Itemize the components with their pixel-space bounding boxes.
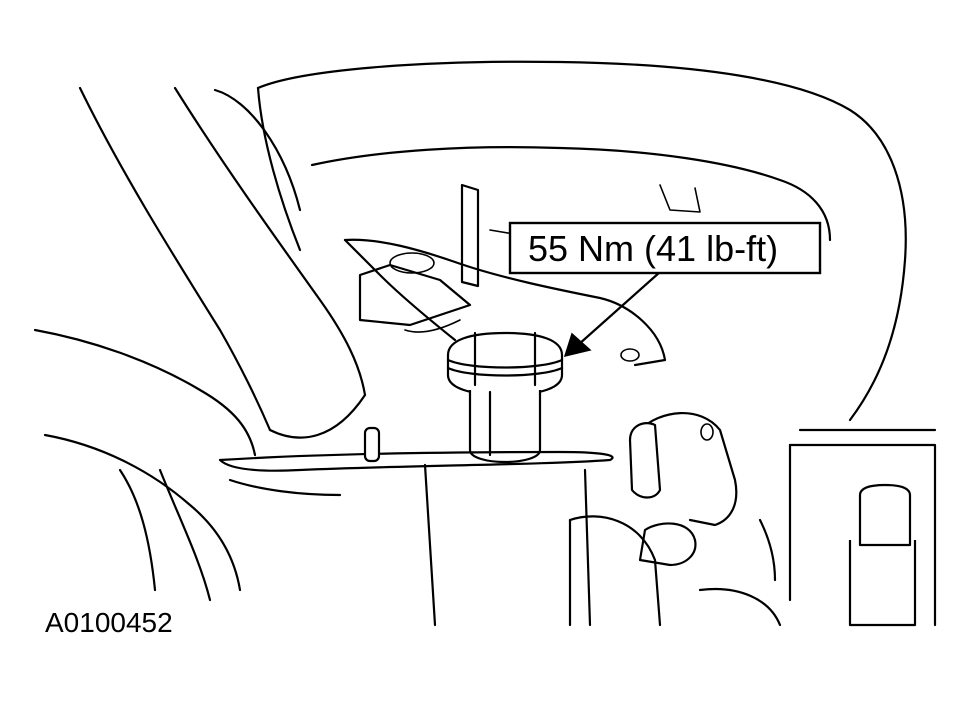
figure-id: A0100452: [45, 607, 173, 638]
upper-curved-housing: [256, 60, 907, 422]
left-frame: [33, 328, 257, 602]
right-block-assembly: [568, 428, 937, 627]
torque-label: 55 Nm (41 lb-ft): [528, 228, 778, 269]
torque-callout-box: [508, 221, 822, 275]
left-arm: [78, 86, 367, 439]
torque-callout: 55 Nm (41 lb-ft): [508, 221, 822, 275]
shaft: [468, 390, 542, 464]
retaining-nut: [446, 331, 564, 397]
callout-arrow: [563, 270, 662, 358]
right-sensor-housing: [628, 411, 738, 567]
lower-ledge: [218, 426, 614, 627]
